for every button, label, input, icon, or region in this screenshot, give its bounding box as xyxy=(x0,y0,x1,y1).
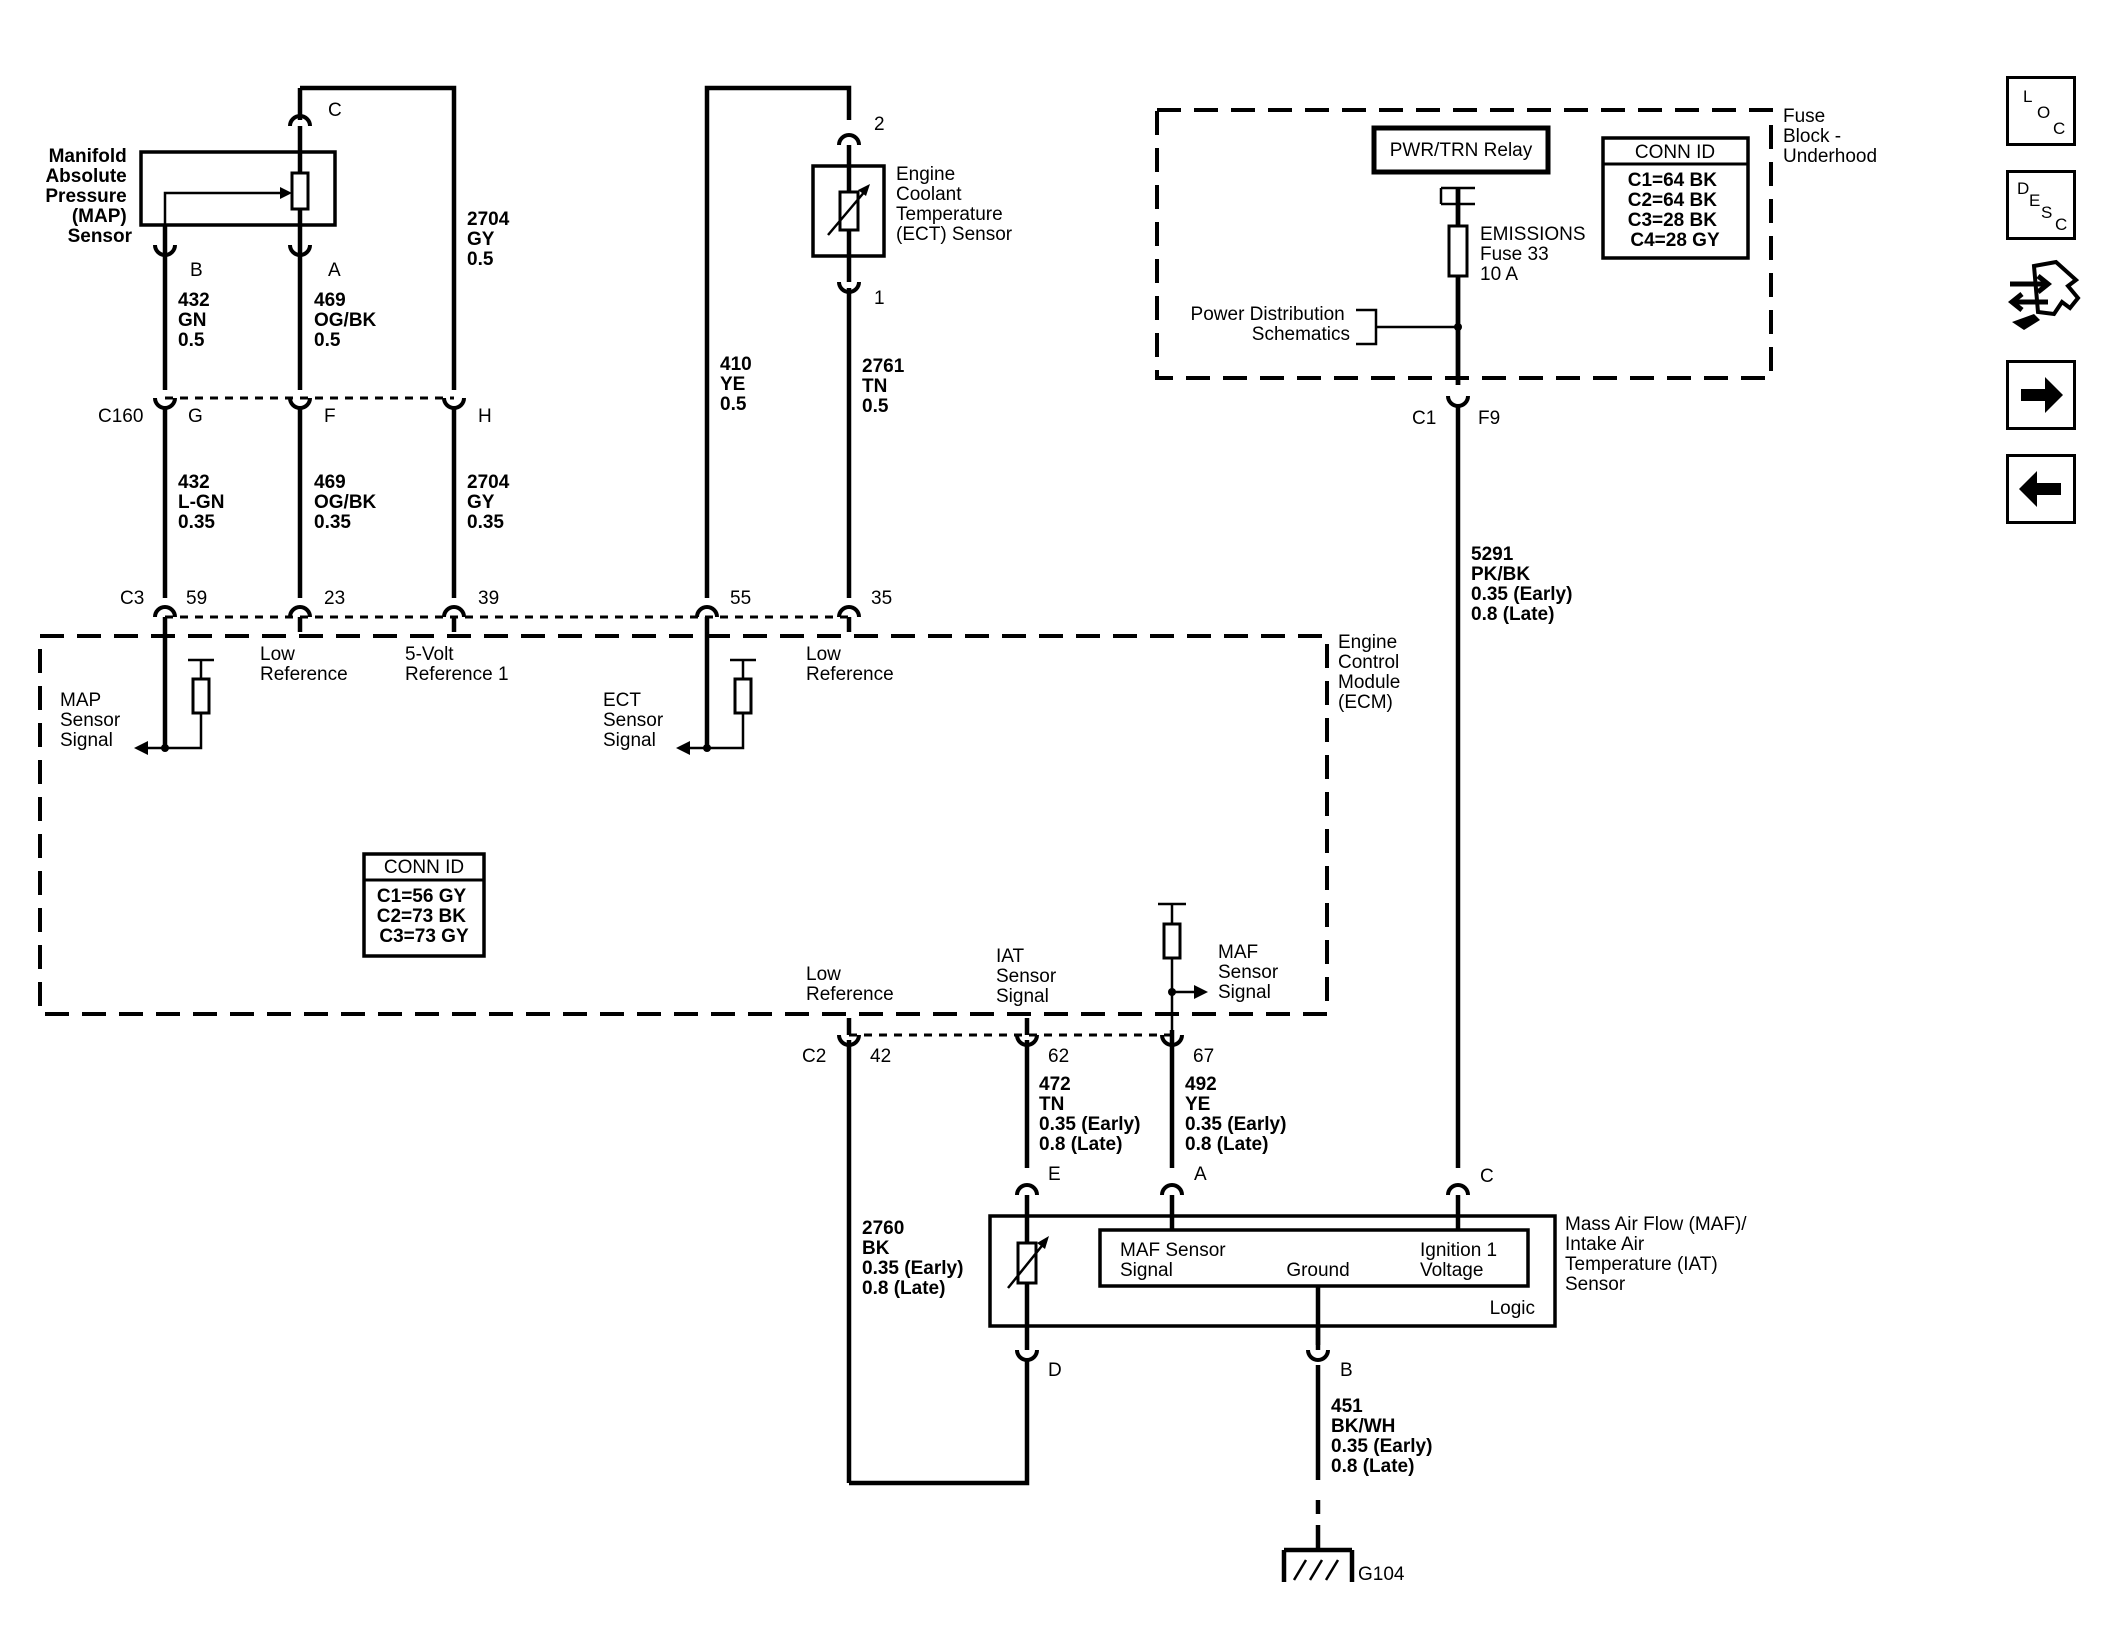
next-page-button[interactable] xyxy=(2006,360,2076,430)
wire-451-label: 451 BK/WH 0.35 (Early) 0.8 (Late) xyxy=(1331,1396,1438,1477)
c3-pin-55: 55 xyxy=(730,588,751,609)
ecm-iat-signal: IAT Sensor Signal xyxy=(996,946,1061,1007)
maf-pin-c: C xyxy=(1480,1166,1494,1187)
desc-letter-c: C xyxy=(2055,215,2068,234)
ecm-maf-signal: MAF Sensor Signal xyxy=(1218,942,1283,1003)
c2-pin-67: 67 xyxy=(1193,1046,1214,1067)
ground-label: G104 xyxy=(1358,1564,1405,1585)
power-distribution-label: Power Distribution Schematics xyxy=(1191,304,1350,345)
fuse-conn-id-lines: C1=64 BK C2=64 BK C3=28 BK C4=28 GY xyxy=(1628,170,1723,251)
loc-letter-o: O xyxy=(2037,103,2051,122)
map-pin-a: A xyxy=(328,260,341,281)
ecm-low-ref-1: Low Reference xyxy=(260,644,348,685)
loc-letter-l: L xyxy=(2023,87,2033,106)
c1-pin-f9: F9 xyxy=(1478,408,1500,429)
fuse-conn-id-title: CONN ID xyxy=(1635,142,1715,163)
ecm-ect-signal: ECT Sensor Signal xyxy=(603,690,668,751)
ecm-name: Engine Control Module (ECM) xyxy=(1338,632,1406,713)
ecm-conn-id-title: CONN ID xyxy=(384,857,464,878)
loc-letter-c: C xyxy=(2053,119,2066,138)
connector-pins xyxy=(153,114,1470,1362)
description-button[interactable]: D E S C xyxy=(2006,170,2076,240)
c3-pin-59: 59 xyxy=(186,588,207,609)
desc-letter-d: D xyxy=(2017,179,2030,198)
ect-sensor-name: Engine Coolant Temperature (ECT) Sensor xyxy=(896,164,1013,245)
map-pin-b: B xyxy=(190,260,203,281)
maf-pin-b: B xyxy=(1340,1360,1353,1381)
wire-469-upper-label: 469 OG/BK 0.5 xyxy=(314,290,382,351)
c2-pin-42: 42 xyxy=(870,1046,891,1067)
maf-ignition: Ignition 1 Voltage xyxy=(1420,1240,1502,1281)
ecm-conn-id-lines: C1=56 GY C2=73 BK C3=73 GY xyxy=(377,886,472,947)
fuse-label: EMISSIONS Fuse 33 10 A xyxy=(1480,224,1591,285)
fuse-block-name: Fuse Block - Underhood xyxy=(1783,106,1877,167)
desc-letter-s: S xyxy=(2041,203,2053,222)
c3-pin-23: 23 xyxy=(324,588,345,609)
ground-symbol: G104 xyxy=(1281,1547,1405,1585)
wire-2704-lower-label: 2704 GY 0.35 xyxy=(467,472,515,533)
ect-sensor: Engine Coolant Temperature (ECT) Sensor … xyxy=(811,114,1013,309)
arrow-left-icon xyxy=(2019,471,2061,507)
maf-pin-d: D xyxy=(1048,1360,1062,1381)
ecm-dashed-boundary xyxy=(38,634,1329,1016)
fuse-block-dashed-boundary xyxy=(1155,108,1773,380)
connector-tool-icon xyxy=(2007,259,2081,330)
c3-pin-35: 35 xyxy=(871,588,892,609)
ecm-map-signal: MAP Sensor Signal xyxy=(60,690,125,751)
ecm-low-ref-3: Low Reference xyxy=(806,964,894,1005)
c160-label: C160 xyxy=(98,406,143,427)
map-pin-c: C xyxy=(328,100,342,121)
maf-ground: Ground xyxy=(1286,1260,1349,1281)
c2-label: C2 xyxy=(802,1046,826,1067)
wire-2761-label: 2761 TN 0.5 xyxy=(862,356,910,417)
wire-469-lower-label: 469 OG/BK 0.35 xyxy=(314,472,382,533)
c3-pin-39: 39 xyxy=(478,588,499,609)
ect-pin-2: 2 xyxy=(874,114,885,135)
wire-2704-upper-label: 2704 GY 0.5 xyxy=(467,209,515,270)
c160-pin-f: F xyxy=(324,406,336,427)
connector-labels: C160 G F H C3 59 23 39 55 35 C1 F9 C2 42… xyxy=(98,406,1500,1067)
wires xyxy=(162,85,1461,1550)
arrow-right-icon xyxy=(2021,377,2063,413)
wire-2760-label: 2760 BK 0.35 (Early) 0.8 (Late) xyxy=(862,1218,969,1299)
c1-label: C1 xyxy=(1412,408,1436,429)
c2-pin-62: 62 xyxy=(1048,1046,1069,1067)
wire-410-label: 410 YE 0.5 xyxy=(720,354,757,415)
c160-pin-h: H xyxy=(478,406,492,427)
ect-pin-1: 1 xyxy=(874,288,885,309)
maf-pin-e: E xyxy=(1048,1164,1061,1185)
maf-sensor-name: Mass Air Flow (MAF)/ Intake Air Temperat… xyxy=(1565,1214,1752,1295)
ecm-internals: Engine Control Module (ECM) MAP Sensor S… xyxy=(60,617,1406,1035)
wire-5291-label: 5291 PK/BK 0.35 (Early) 0.8 (Late) xyxy=(1471,544,1578,625)
wire-492-label: 492 YE 0.35 (Early) 0.8 (Late) xyxy=(1185,1074,1292,1155)
desc-letter-e: E xyxy=(2029,191,2041,210)
map-sensor: Manifold Absolute Pressure (MAP) Sensor … xyxy=(45,100,341,281)
maf-sensor-signal: MAF Sensor Signal xyxy=(1120,1240,1231,1281)
wire-472-label: 472 TN 0.35 (Early) 0.8 (Late) xyxy=(1039,1074,1146,1155)
wire-432-upper-label: 432 GN 0.5 xyxy=(178,290,215,351)
relay-label: PWR/TRN Relay xyxy=(1390,140,1533,161)
ecm-5v-ref: 5-Volt Reference 1 xyxy=(405,644,509,685)
ecm-low-ref-2: Low Reference xyxy=(806,644,894,685)
maf-iat-sensor: MAF Sensor Signal Ground Ignition 1 Volt… xyxy=(988,1164,1752,1381)
previous-page-button[interactable] xyxy=(2006,454,2076,524)
maf-pin-a: A xyxy=(1194,1164,1207,1185)
map-sensor-name: Manifold Absolute Pressure (MAP) Sensor xyxy=(45,146,132,247)
c3-label: C3 xyxy=(120,588,144,609)
maf-logic: Logic xyxy=(1490,1298,1535,1319)
c160-pin-g: G xyxy=(188,406,203,427)
wire-432-lower-label: 432 L-GN 0.35 xyxy=(178,472,230,533)
location-button[interactable]: L O C xyxy=(2006,76,2076,146)
connector-view-button[interactable] xyxy=(2004,258,2082,338)
fuse-block: Fuse Block - Underhood PWR/TRN Relay EMI… xyxy=(1191,106,1877,385)
wire-labels: 432 GN 0.5 469 OG/BK 0.5 2704 GY 0.5 432… xyxy=(178,209,1578,1477)
